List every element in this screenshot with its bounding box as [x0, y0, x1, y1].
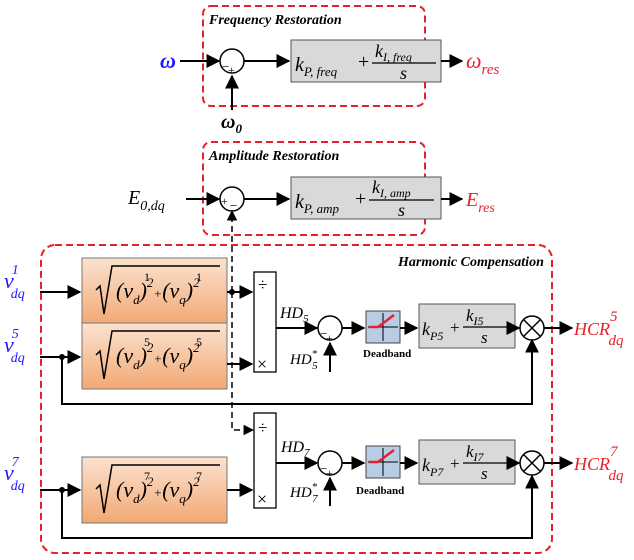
pi-controller-5 [418, 303, 516, 349]
divide-block-5-divide: ÷ [258, 275, 267, 294]
frequency-section-title: Frequency Restoration [208, 13, 342, 28]
frequency-pi-plus: + [358, 51, 369, 73]
svg-text:5: 5 [196, 335, 202, 349]
hd7-reference: HD*7 [289, 481, 318, 505]
hd5-sum-plus: + [326, 331, 333, 345]
amplitude-pi-s: s [398, 200, 405, 220]
v7-bypass-wire [61, 474, 539, 539]
frequency-sum-plus: + [228, 63, 235, 77]
frequency-pi-controller [290, 39, 442, 83]
amplitude-sum-plus: + [221, 194, 228, 208]
e0dq-input: E0,dq [127, 187, 165, 214]
pi5-plus: + [450, 318, 460, 337]
harmonic-section-title: Harmonic Compensation [397, 255, 544, 270]
frequency-pi-ki: kI, freq [375, 41, 412, 64]
hd7-sum-minus: − [320, 461, 327, 476]
hd7-sum-plus: + [326, 466, 333, 480]
omega-res-output: ωres [466, 48, 499, 78]
svg-text:1: 1 [144, 270, 150, 284]
deadband-7-label: Deadband [356, 485, 404, 497]
pi-controller-7 [418, 439, 516, 485]
frequency-sum-minus: − [222, 59, 229, 74]
v5-magnitude-block [81, 322, 228, 390]
hd5-label: HD5 [279, 305, 309, 325]
frequency-frame [202, 5, 426, 107]
amplitude-pi-controller [290, 176, 442, 220]
amplitude-section-title: Amplitude Restoration [208, 149, 340, 164]
hd5-sum-minus: − [320, 326, 327, 341]
amplitude-pi-ki: kI, amp [372, 177, 411, 200]
svg-text:1: 1 [196, 270, 202, 284]
frequency-pi-s: s [400, 63, 407, 83]
hd7-label: HD7 [280, 439, 310, 459]
omega0-reference: ω0 [221, 111, 242, 136]
multiplier-7-cross [523, 454, 541, 472]
pi5-s: s [481, 328, 488, 347]
pi5-kp: kP5 [422, 319, 443, 343]
divide-block-7-multiply: × [257, 489, 267, 509]
v7-magnitude-block [81, 456, 228, 524]
divide-block-7-divide: ÷ [258, 418, 267, 437]
v5-bypass-wire [61, 338, 539, 405]
divide-block-7 [253, 412, 277, 509]
v1-magnitude-block [81, 257, 228, 325]
svg-text:7: 7 [144, 469, 150, 483]
divide-block-5 [253, 271, 277, 373]
pi7-ki: kI7 [466, 442, 485, 464]
amplitude-restoration-block: Amplitude Restoration E0,dq + − kP, amp … [127, 141, 495, 236]
harmonic-frame [40, 244, 553, 554]
pi5-ki: kI5 [466, 306, 484, 328]
pi7-s: s [481, 464, 488, 483]
amplitude-sum-minus: − [230, 198, 237, 213]
mag1-branch-dot [229, 289, 235, 295]
pi7-kp: kP7 [422, 455, 444, 479]
amplitude-pi-kp: kP, amp [295, 191, 340, 216]
svg-text:7: 7 [196, 469, 202, 483]
omega-input: ω [160, 48, 176, 73]
deadband-block-7 [365, 445, 401, 479]
pi7-plus: + [450, 454, 460, 473]
deadband-5-label: Deadband [363, 348, 411, 360]
e-res-output: Eres [465, 189, 495, 216]
deadband-block-5 [365, 310, 401, 344]
multiplier-5-cross [523, 319, 541, 337]
amplitude-pi-plus: + [355, 188, 366, 210]
svg-text:5: 5 [144, 335, 150, 349]
divide-block-5-multiply: × [257, 354, 267, 374]
dashed-feedback-seventh [231, 292, 255, 436]
frequency-pi-kp: kP, freq [295, 54, 338, 79]
frequency-restoration-block: Frequency Restoration ω − + ω0 kP, freq … [160, 5, 499, 136]
hd5-reference: HD*5 [289, 348, 318, 372]
